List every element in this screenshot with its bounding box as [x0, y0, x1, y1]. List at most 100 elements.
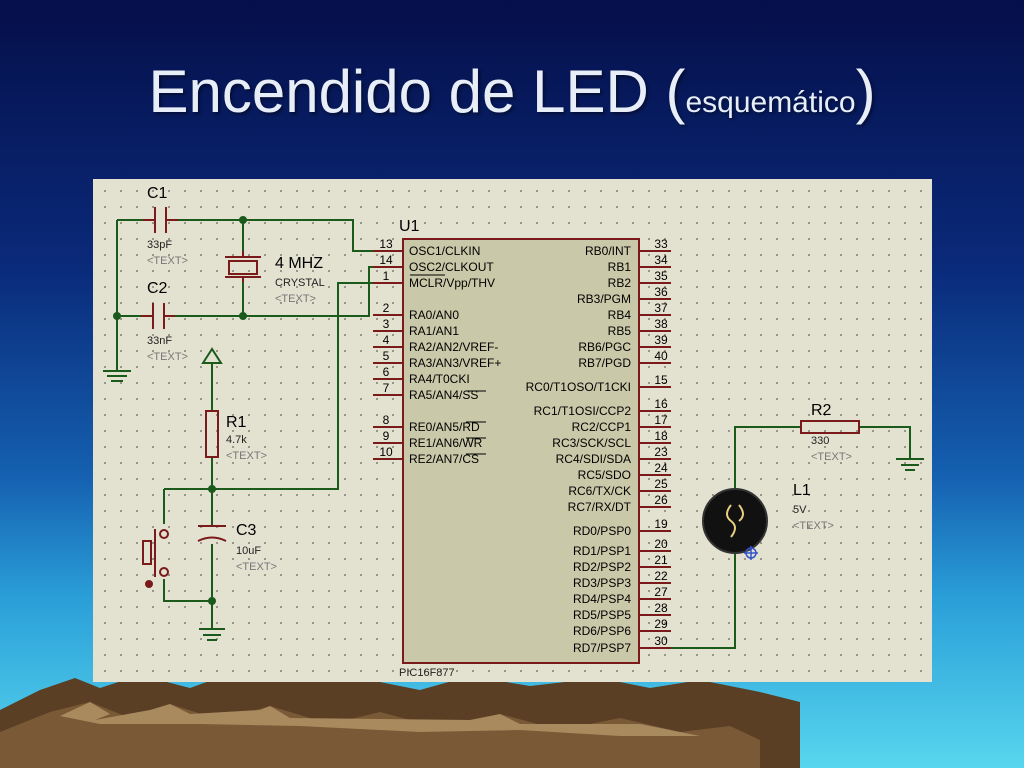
u1-pin-number: 18 — [654, 429, 668, 443]
junction-dot — [208, 485, 216, 493]
r2-value: 330 — [811, 435, 829, 447]
l1-text: <TEXT> — [793, 520, 834, 532]
u1-pin-number: 19 — [654, 517, 668, 531]
junction-dot — [239, 216, 247, 224]
junction-dot — [208, 597, 216, 605]
r1-ref: R1 — [226, 414, 247, 431]
ground-symbol-c2 — [107, 375, 127, 382]
u1-pin-number: 28 — [654, 601, 668, 615]
r1-text: <TEXT> — [226, 450, 267, 462]
u1-pin-label: OSC1/CLKIN — [409, 244, 480, 258]
power-terminal — [201, 347, 223, 367]
u1-pin-number: 8 — [383, 413, 390, 427]
u1-pin-label: RC4/SDI/SDA — [556, 452, 631, 466]
mountain-landscape — [0, 670, 800, 768]
resistor-r2: R2 330 <TEXT> — [800, 402, 860, 463]
u1-pin-label: RD1/PSP1 — [573, 544, 631, 558]
slide-title: Encendido de LED (esquemático) — [0, 52, 1024, 143]
u1-pin-label: RC0/T1OSO/T1CKI — [526, 380, 631, 394]
u1-pin-label: RC2/CCP1 — [572, 420, 632, 434]
c2-value: 33nF — [147, 335, 172, 347]
capacitor-c1: C1 33pF <TEXT> — [143, 185, 188, 267]
u1-pin-number: 9 — [383, 429, 390, 443]
u1-pin-label: RA4/T0CKI — [409, 372, 470, 386]
junction-dot — [239, 312, 247, 320]
u1-pin-number: 33 — [654, 237, 668, 251]
u1-pin-number: 1 — [383, 269, 390, 283]
u1-pin-number: 20 — [654, 537, 668, 551]
u1-right-pins: 33RB0/INT34RB135RB236RB3/PGM37RB438RB539… — [526, 237, 671, 655]
u1-pin-number: 3 — [383, 317, 390, 331]
ground-symbol-c3 — [203, 634, 221, 641]
u1-pin-label: RD7/PSP7 — [573, 641, 631, 655]
u1-pin-number: 15 — [654, 373, 668, 387]
u1-pin-label: RC1/T1OSI/CCP2 — [534, 404, 632, 418]
u1-pin-label: RD5/PSP5 — [573, 608, 631, 622]
u1-pin-number: 40 — [654, 349, 668, 363]
u1-pin-number: 24 — [654, 461, 668, 475]
u1-pin-number: 27 — [654, 585, 668, 599]
schematic-sheet: C1 33pF <TEXT> C2 33nF <TEXT> 4 MHZ CRYS… — [93, 179, 932, 682]
reset-pushbutton — [142, 529, 169, 588]
u1-pin-number: 39 — [654, 333, 668, 347]
r1-value: 4.7k — [226, 434, 247, 446]
u1-pin-number: 22 — [654, 569, 668, 583]
u1-pin-label: RB3/PGM — [577, 292, 631, 306]
crystal-value: CRYSTAL — [275, 277, 325, 289]
title-subscript: esquemático — [685, 86, 856, 119]
u1-pin-number: 30 — [654, 634, 668, 648]
u1-pin-label: RA5/AN4/SS — [409, 388, 478, 402]
u1-pin-label: RD6/PSP6 — [573, 624, 631, 638]
u1-pin-number: 23 — [654, 445, 668, 459]
u1-pin-number: 21 — [654, 553, 668, 567]
ground-symbol-r2 — [901, 464, 919, 471]
junction-dot — [113, 312, 121, 320]
r2-text: <TEXT> — [811, 451, 852, 463]
c3-text: <TEXT> — [236, 561, 277, 573]
u1-pin-number: 25 — [654, 477, 668, 491]
l1-ref: L1 — [793, 482, 811, 499]
u1-pin-label: RD4/PSP4 — [573, 592, 631, 606]
c1-value: 33pF — [147, 239, 172, 251]
u1-pin-number: 37 — [654, 301, 668, 315]
u1-pin-number: 29 — [654, 617, 668, 631]
u1-pin-label: RC3/SCK/SCL — [552, 436, 631, 450]
u1-pin-label: RC7/RX/DT — [568, 500, 632, 514]
u1-pin-label: RB5 — [608, 324, 632, 338]
u1-pin-number: 2 — [383, 301, 390, 315]
u1-pin-label: OSC2/CLKOUT — [409, 260, 494, 274]
c3-value: 10uF — [236, 545, 261, 557]
u1-pin-label: MCLR/Vpp/THV — [409, 276, 495, 290]
u1-pin-number: 17 — [654, 413, 668, 427]
u1-pin-label: RE2/AN7/CS — [409, 452, 479, 466]
u1-pin-number: 35 — [654, 269, 668, 283]
u1-pin-number: 26 — [654, 493, 668, 507]
u1-pin-label: RE1/AN6/WR — [409, 436, 483, 450]
crystal-freq: 4 MHZ — [275, 255, 323, 272]
u1-pin-label: RB7/PGD — [578, 356, 631, 370]
title-close-paren: ) — [855, 58, 876, 125]
crystal-text: <TEXT> — [275, 293, 316, 305]
wires — [103, 219, 924, 649]
u1-pin-number: 5 — [383, 349, 390, 363]
u1-pin-label: RD3/PSP3 — [573, 576, 631, 590]
u1-pin-number: 13 — [379, 237, 393, 251]
u1-pin-number: 36 — [654, 285, 668, 299]
r2-ref: R2 — [811, 402, 832, 419]
l1-value: 5V — [793, 504, 807, 516]
crystal-x1: 4 MHZ CRYSTAL <TEXT> — [225, 251, 325, 305]
capacitor-c2: C2 33nF <TEXT> — [141, 280, 188, 363]
u1-pin-label: RE0/AN5/RD — [409, 420, 480, 434]
u1-pin-number: 7 — [383, 381, 390, 395]
u1-pin-number: 34 — [654, 253, 668, 267]
c3-ref: C3 — [236, 522, 257, 539]
c2-ref: C2 — [147, 280, 168, 297]
u1-pin-label: RB4 — [608, 308, 632, 322]
u1-pin-number: 6 — [383, 365, 390, 379]
u1-pin-label: RD2/PSP2 — [573, 560, 631, 574]
u1-pin-label: RB2 — [608, 276, 632, 290]
u1-ref: U1 — [399, 218, 420, 235]
u1-pin-label: RB0/INT — [585, 244, 632, 258]
